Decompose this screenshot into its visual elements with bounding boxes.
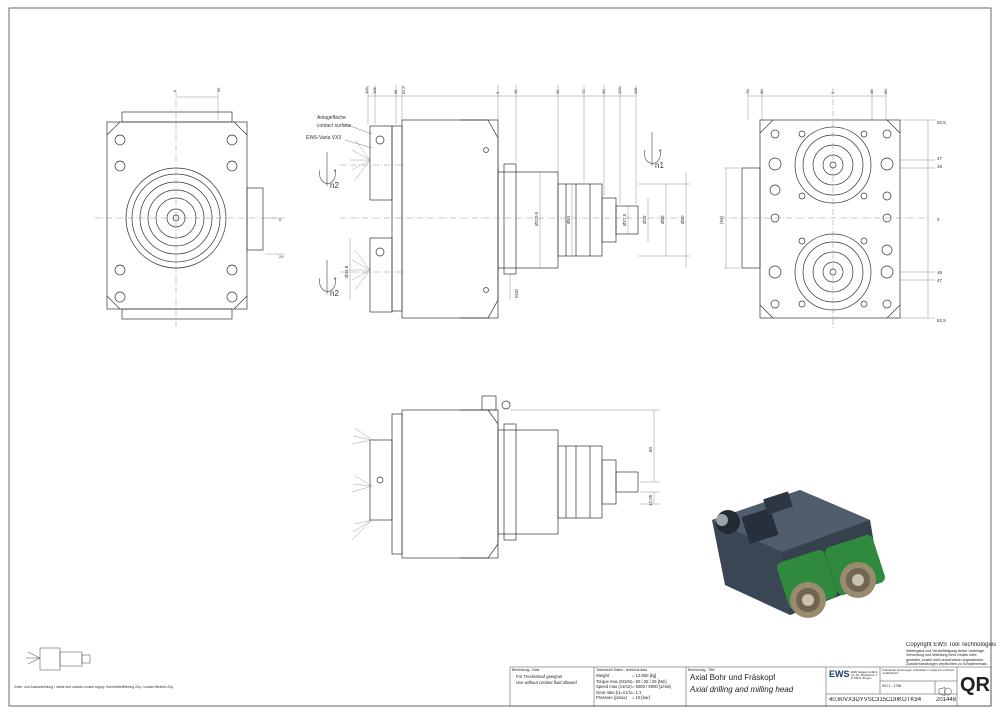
- bottom-dim-60: 60: [648, 446, 653, 452]
- front-side-dim-0: 0: [279, 217, 282, 222]
- side-top-dims: 109 105 85 81,5 0 15 49 72 90 103 115: [364, 85, 638, 94]
- label-contact-en: contact surface: [317, 123, 351, 129]
- svg-text:Ø28: Ø28: [642, 215, 647, 224]
- label-n1: n1: [655, 161, 664, 170]
- tech-row: Speed max (n1/n2) = 6000 / 6000 [1/min]: [596, 684, 672, 690]
- revision-note: Technische Änderungen vorbehalten / subj…: [882, 669, 954, 676]
- part-number: 40.80VX3DYVSC315CDIIKOTK94: [829, 697, 922, 703]
- svg-text:60: 60: [883, 89, 888, 94]
- svg-text:109: 109: [364, 87, 369, 94]
- svg-text:Ø61: Ø61: [566, 215, 571, 224]
- svg-text:0: 0: [495, 91, 500, 94]
- isometric-render: [712, 490, 885, 618]
- side-dim-m10: M10: [514, 289, 519, 298]
- coolant-legend-note: Innen- und Aussenkühlung / Inside and ou…: [14, 685, 173, 689]
- svg-text:115: 115: [633, 87, 638, 94]
- rear-dim-94: (94): [719, 215, 724, 224]
- label-n2-top: n2: [330, 181, 339, 190]
- svg-text:60: 60: [759, 89, 764, 94]
- svg-text:72: 72: [581, 89, 586, 94]
- bottom-view: [369, 395, 639, 559]
- tech-row: Weight = 12.850 [kg]: [596, 673, 657, 678]
- sheet-border: [8, 7, 992, 707]
- svg-text:47: 47: [937, 156, 943, 161]
- iso-tolerance: ISO 1 - 2768: [882, 684, 902, 688]
- drawing-number: 201448: [936, 697, 957, 703]
- svg-text:15: 15: [513, 89, 518, 94]
- svg-text:46: 46: [937, 270, 943, 275]
- svg-text:82,5: 82,5: [937, 120, 946, 125]
- ews-logo: EWS: [829, 669, 850, 679]
- remark-line-2: Use without coolant fluid allowed: [516, 680, 577, 685]
- label-n2-bottom: n2: [330, 289, 339, 298]
- tech-data-header: Technische Daten - technical data: [596, 668, 647, 672]
- side-dim-d44: Ø44,8: [344, 265, 349, 278]
- tech-data-table: Weight = 12.850 [kg] Torque max (M1/M2) …: [596, 673, 684, 701]
- svg-text:Ø119,5: Ø119,5: [534, 211, 539, 226]
- remark-line-1: Für Trockenlauf geeignet: [516, 674, 563, 679]
- company-note: EWS Weigele GmbH & Co. KG, Maybachstr. 1…: [851, 671, 878, 681]
- svg-text:46: 46: [869, 89, 874, 94]
- svg-text:0: 0: [830, 91, 835, 94]
- svg-text:90: 90: [601, 89, 606, 94]
- title-en: Axial drilling and milling head: [690, 685, 794, 694]
- copyright-title: Copyright EWS Tool Technologies: [906, 642, 997, 648]
- tech-row: Pressure (pmax) = 10 [bar]: [596, 695, 650, 701]
- svg-text:85: 85: [393, 89, 398, 94]
- side-view: [369, 119, 639, 319]
- rear-right-dims: 82,5 47 46 0 46 47 82,5: [937, 120, 946, 323]
- svg-text:Ø27,5: Ø27,5: [622, 213, 627, 226]
- label-varia: EWS-Varia VX3: [306, 135, 341, 141]
- svg-text:82,5: 82,5: [937, 318, 946, 323]
- svg-text:49: 49: [555, 89, 560, 94]
- tech-row: Gear ratio (i1=n1/n2) = 1:1: [596, 689, 642, 695]
- coolant-legend-graphic: [26, 647, 91, 671]
- svg-text:47: 47: [937, 278, 943, 283]
- projection-icon: [938, 683, 954, 696]
- svg-text:103: 103: [617, 87, 622, 94]
- qr-code: QR: [960, 674, 990, 696]
- remark-header: Bemerkung - Note: [512, 668, 540, 672]
- svg-text:Ø80: Ø80: [680, 215, 685, 224]
- svg-text:Ø60: Ø60: [660, 215, 665, 224]
- title-de: Axial Bohr und Fräskopf: [690, 673, 776, 682]
- front-view: [106, 111, 264, 320]
- front-side-dim-29: 29: [279, 254, 284, 259]
- bottom-dim-1295: 12,95: [648, 494, 653, 506]
- side-diameters: Ø119,5 Ø61 Ø27,5 Ø28 Ø60 Ø80: [534, 211, 685, 226]
- front-dim-0: 0: [172, 89, 177, 92]
- title-header: Benennung - Title: [688, 668, 715, 672]
- tech-row: Torque max (M1/M2) = 50 / 25 / 25 [Nm]: [596, 678, 667, 684]
- rear-top-dims: 73 60 0 46 60: [745, 89, 888, 94]
- svg-text:0: 0: [937, 217, 940, 222]
- svg-text:46: 46: [937, 164, 943, 169]
- svg-text:73: 73: [745, 89, 750, 94]
- label-contact-de: Anlagefläche: [317, 115, 346, 121]
- rear-view: [741, 119, 901, 319]
- svg-text:105: 105: [372, 87, 377, 94]
- front-dim-35: 35: [216, 87, 221, 92]
- svg-text:81,5: 81,5: [401, 85, 406, 94]
- title-block-frame: [509, 666, 992, 707]
- copyright-text: Weitergabe und Vervielfältigung dieser U…: [906, 649, 988, 667]
